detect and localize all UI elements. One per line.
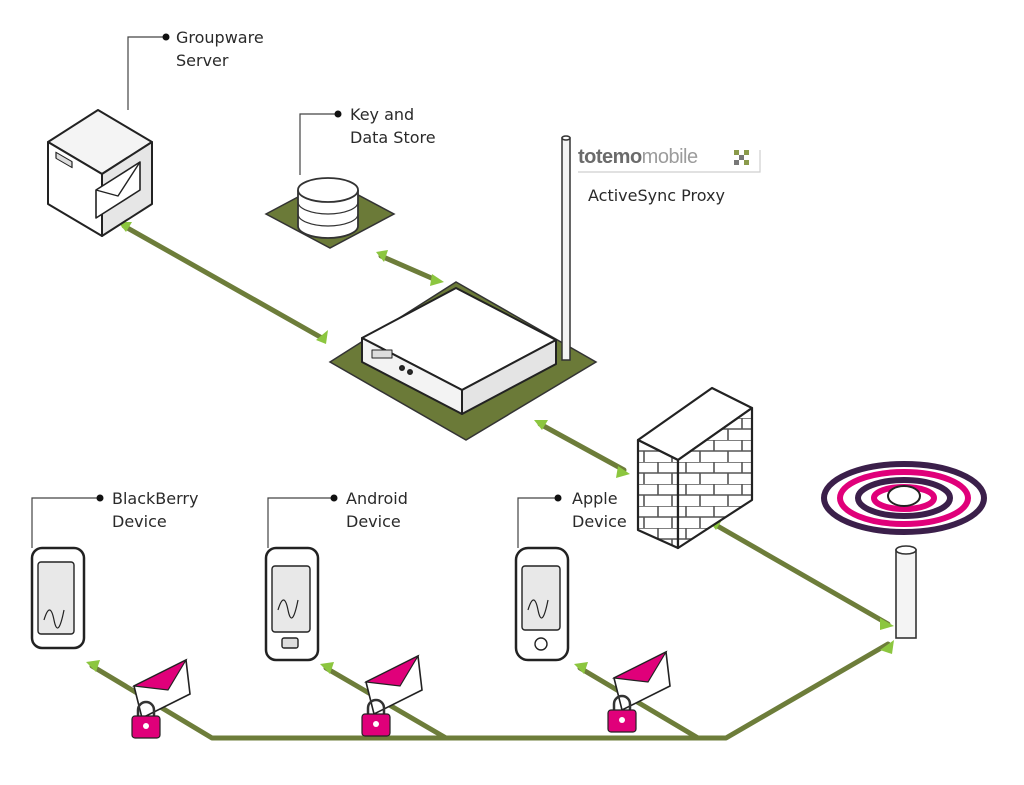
link-antenna-network	[89, 641, 891, 741]
antenna-icon	[821, 461, 987, 639]
appliance-icon	[328, 135, 598, 441]
arrow-tips	[86, 222, 894, 674]
link-groupware-proxy	[121, 223, 325, 341]
blackberry-device-label: BlackBerry Device	[112, 489, 199, 531]
link-network-apple	[577, 665, 701, 741]
arrow-tip	[430, 274, 444, 286]
arrow-tip	[86, 660, 100, 672]
blackberry-phone	[30, 546, 86, 650]
android-device-label: Android Device	[346, 489, 408, 531]
antenna-mast	[561, 135, 571, 361]
phone-icon	[30, 546, 570, 662]
totemo-mobile-logo: totemomobile	[578, 146, 698, 168]
encrypted-messages	[131, 650, 671, 739]
database-icon	[264, 177, 396, 249]
arrow-tip	[534, 420, 548, 430]
link-keystore-proxy	[378, 253, 439, 283]
server-icon	[47, 109, 153, 237]
link-firewall-antenna	[711, 521, 891, 627]
lock-icon	[131, 700, 161, 739]
envelope-icon	[611, 650, 671, 712]
key-data-store-label: Key and Data Store	[350, 105, 436, 147]
arrow-tip	[574, 662, 588, 674]
arrow-tip	[320, 662, 334, 674]
logo-mark	[734, 150, 749, 165]
arrow-tip	[316, 330, 328, 344]
lock-icon	[361, 698, 391, 737]
android-phone	[264, 546, 320, 662]
activesync-proxy-label: ActiveSync Proxy	[588, 186, 725, 205]
groupware-server-label: Groupware Server	[176, 28, 264, 70]
label-leaders	[31, 36, 558, 548]
arrow-tip	[880, 640, 894, 654]
arrow-tip	[880, 618, 894, 630]
apple-device-label: Apple Device	[572, 489, 627, 531]
firewall-icon	[636, 386, 754, 550]
leader-dots	[96, 33, 562, 502]
link-proxy-firewall	[537, 421, 627, 473]
lock-icon	[607, 694, 637, 733]
arrow-tip	[376, 250, 388, 262]
apple-phone	[514, 546, 570, 662]
arrow-tip	[616, 466, 630, 478]
envelope-icon	[363, 654, 423, 716]
logo-underline	[578, 150, 761, 173]
